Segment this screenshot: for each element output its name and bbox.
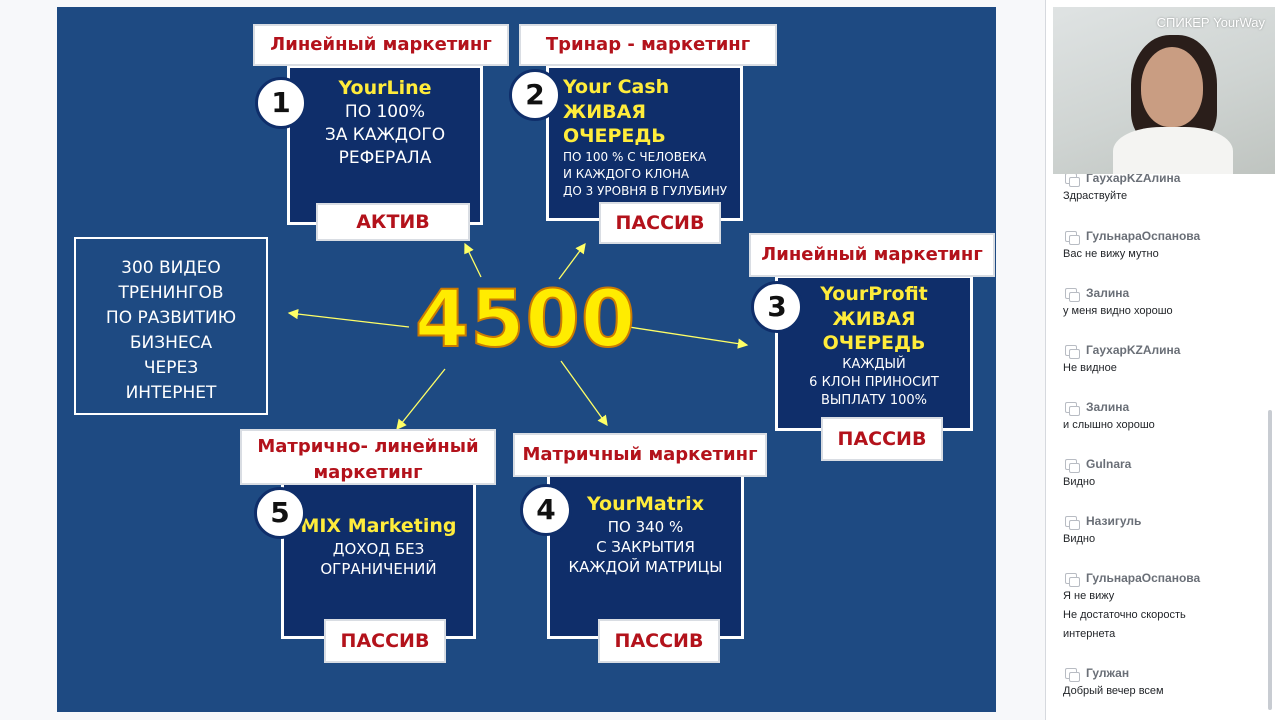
card-line: РЕФЕРАЛА bbox=[338, 147, 432, 168]
card-yourline: YourLine ПО 100% ЗА КАЖДОГО РЕФЕРАЛА bbox=[287, 65, 483, 225]
chat-text: Вас не вижу мутно bbox=[1063, 248, 1159, 260]
chat-author: ГаухарKZАлина bbox=[1063, 342, 1263, 359]
card-line: ПО 100 % С ЧЕЛОВЕКА bbox=[563, 150, 707, 165]
chat-message: Гулжан Добрый вечер всем bbox=[1063, 665, 1263, 701]
sidebar: СПИКЕР YourWay ГаухарKZАлина Здраствуйте… bbox=[1045, 0, 1280, 720]
speaker-video[interactable]: СПИКЕР YourWay bbox=[1053, 7, 1275, 174]
card-line: ПО 340 % bbox=[607, 517, 684, 536]
user-icon bbox=[1065, 345, 1080, 359]
chat-scrollbar[interactable] bbox=[1268, 410, 1272, 710]
card-title: Your Cash bbox=[563, 76, 670, 98]
chat-message: ГаухарKZАлина Здраствуйте bbox=[1063, 174, 1263, 206]
left-box-line: 300 ВИДЕО bbox=[121, 258, 221, 278]
chat-text: и слышно хорошо bbox=[1063, 419, 1155, 431]
card-number-badge: 5 bbox=[254, 487, 306, 539]
chat-text: Я не вижу Не достаточно скорость интерне… bbox=[1063, 590, 1186, 640]
center-number: 4500 bbox=[414, 274, 637, 366]
presentation-slide: 4500 300 ВИДЕО ТРЕНИНГОВ ПО РАЗВИТИЮ БИЗ… bbox=[57, 7, 996, 712]
speaker-label: СПИКЕР YourWay bbox=[1156, 15, 1265, 30]
card-header: Матричный маркетинг bbox=[513, 433, 767, 477]
card-title: YourProfit bbox=[820, 283, 928, 305]
chat-author: Залина bbox=[1063, 399, 1263, 416]
chat-text: Не видное bbox=[1063, 362, 1117, 374]
user-icon bbox=[1065, 573, 1080, 587]
chat-author: ГульнараОспанова bbox=[1063, 570, 1263, 587]
chat-message: Назигуль Видно bbox=[1063, 513, 1263, 549]
user-icon bbox=[1065, 231, 1080, 245]
card-header: Матрично- линейный маркетинг bbox=[240, 429, 496, 485]
chat-text: у меня видно хорошо bbox=[1063, 305, 1173, 317]
card-line: ДОХОД БЕЗ bbox=[332, 539, 425, 558]
card-line: С ЗАКРЫТИЯ bbox=[596, 537, 695, 556]
user-icon bbox=[1065, 174, 1080, 187]
chat-message: ГульнараОспанова Я не вижу Не достаточно… bbox=[1063, 570, 1263, 644]
card-line: ЗА КАЖДОГО bbox=[324, 124, 446, 145]
left-box-line: ЧЕРЕЗ bbox=[143, 358, 199, 378]
user-icon bbox=[1065, 459, 1080, 473]
card-title: YourMatrix bbox=[587, 493, 704, 515]
chat-text: Видно bbox=[1063, 533, 1096, 545]
card-subtitle: ЖИВАЯ ОЧЕРЕДЬ bbox=[822, 307, 926, 355]
user-icon bbox=[1065, 288, 1080, 302]
card-line: И КАЖДОГО КЛОНА bbox=[563, 166, 690, 181]
card-line: ОГРАНИЧЕНИЙ bbox=[320, 559, 437, 578]
card-type-tag: ПАССИВ bbox=[598, 619, 720, 663]
chat-text: Здраствуйте bbox=[1063, 190, 1128, 202]
card-header: Линейный маркетинг bbox=[749, 233, 995, 277]
card-yourmatrix: YourMatrix ПО 340 % С ЗАКРЫТИЯ КАЖДОЙ МА… bbox=[547, 473, 744, 639]
card-line: 6 КЛОН ПРИНОСИТ bbox=[809, 375, 939, 391]
card-title: YourLine bbox=[338, 77, 432, 99]
left-box-line: ИНТЕРНЕТ bbox=[125, 383, 217, 403]
card-header: Тринар - маркетинг bbox=[519, 24, 777, 66]
chat-message: Залина и слышно хорошо bbox=[1063, 399, 1263, 435]
card-yourcash: Your Cash ЖИВАЯ ОЧЕРЕДЬ ПО 100 % С ЧЕЛОВ… bbox=[546, 65, 743, 221]
chat-message: Залина у меня видно хорошо bbox=[1063, 285, 1263, 321]
left-box-line: ТРЕНИНГОВ bbox=[118, 283, 224, 303]
card-line: ДО 3 УРОВНЯ В ГУЛУБИНУ bbox=[563, 183, 728, 198]
presentation-stage: 4500 300 ВИДЕО ТРЕНИНГОВ ПО РАЗВИТИЮ БИЗ… bbox=[57, 7, 996, 712]
chat-text: Видно bbox=[1063, 476, 1096, 488]
card-type-tag: АКТИВ bbox=[316, 203, 470, 241]
chat-message: ГульнараОспанова Вас не вижу мутно bbox=[1063, 228, 1263, 264]
card-header: Линейный маркетинг bbox=[253, 24, 509, 66]
card-line: КАЖДОЙ МАТРИЦЫ bbox=[568, 558, 723, 577]
video-trainings-box: 300 ВИДЕО ТРЕНИНГОВ ПО РАЗВИТИЮ БИЗНЕСА … bbox=[74, 237, 268, 415]
card-title: MIX Marketing bbox=[300, 515, 457, 537]
user-icon bbox=[1065, 516, 1080, 530]
speaker-face bbox=[1141, 47, 1203, 127]
card-type-tag: ПАССИВ bbox=[324, 619, 446, 663]
card-number-badge: 2 bbox=[509, 69, 561, 121]
chat-author: Гулжан bbox=[1063, 665, 1263, 682]
card-number-badge: 1 bbox=[255, 77, 307, 129]
card-type-tag: ПАССИВ bbox=[821, 417, 943, 461]
card-line: ВЫПЛАТУ 100% bbox=[821, 393, 927, 409]
card-subtitle: ЖИВАЯ ОЧЕРЕДЬ bbox=[563, 100, 666, 148]
chat-author: Залина bbox=[1063, 285, 1263, 302]
chat-author: ГаухарKZАлина bbox=[1063, 174, 1263, 187]
card-number-badge: 4 bbox=[520, 484, 572, 536]
chat-author: Gulnara bbox=[1063, 456, 1263, 473]
card-yourprofit: YourProfit ЖИВАЯ ОЧЕРЕДЬ КАЖДЫЙ 6 КЛОН П… bbox=[775, 275, 973, 431]
chat-author: Назигуль bbox=[1063, 513, 1263, 530]
speaker-body bbox=[1113, 127, 1233, 174]
card-mix-marketing: MIX Marketing ДОХОД БЕЗ ОГРАНИЧЕНИЙ bbox=[281, 481, 476, 639]
user-icon bbox=[1065, 668, 1080, 682]
left-box-line: БИЗНЕСА bbox=[129, 333, 213, 353]
chat-text: Добрый вечер всем bbox=[1063, 685, 1164, 697]
card-type-tag: ПАССИВ bbox=[599, 202, 721, 244]
card-line: ПО 100% bbox=[344, 101, 426, 122]
chat-panel[interactable]: ГаухарKZАлина Здраствуйте ГульнараОспано… bbox=[1053, 174, 1268, 720]
chat-author: ГульнараОспанова bbox=[1063, 228, 1263, 245]
chat-message: Gulnara Видно bbox=[1063, 456, 1263, 492]
card-number-badge: 3 bbox=[751, 281, 803, 333]
arrows-layer bbox=[287, 242, 749, 431]
chat-message: ГаухарKZАлина Не видное bbox=[1063, 342, 1263, 378]
user-icon bbox=[1065, 402, 1080, 416]
card-line: КАЖДЫЙ bbox=[842, 357, 906, 373]
left-box-line: ПО РАЗВИТИЮ bbox=[105, 308, 237, 328]
